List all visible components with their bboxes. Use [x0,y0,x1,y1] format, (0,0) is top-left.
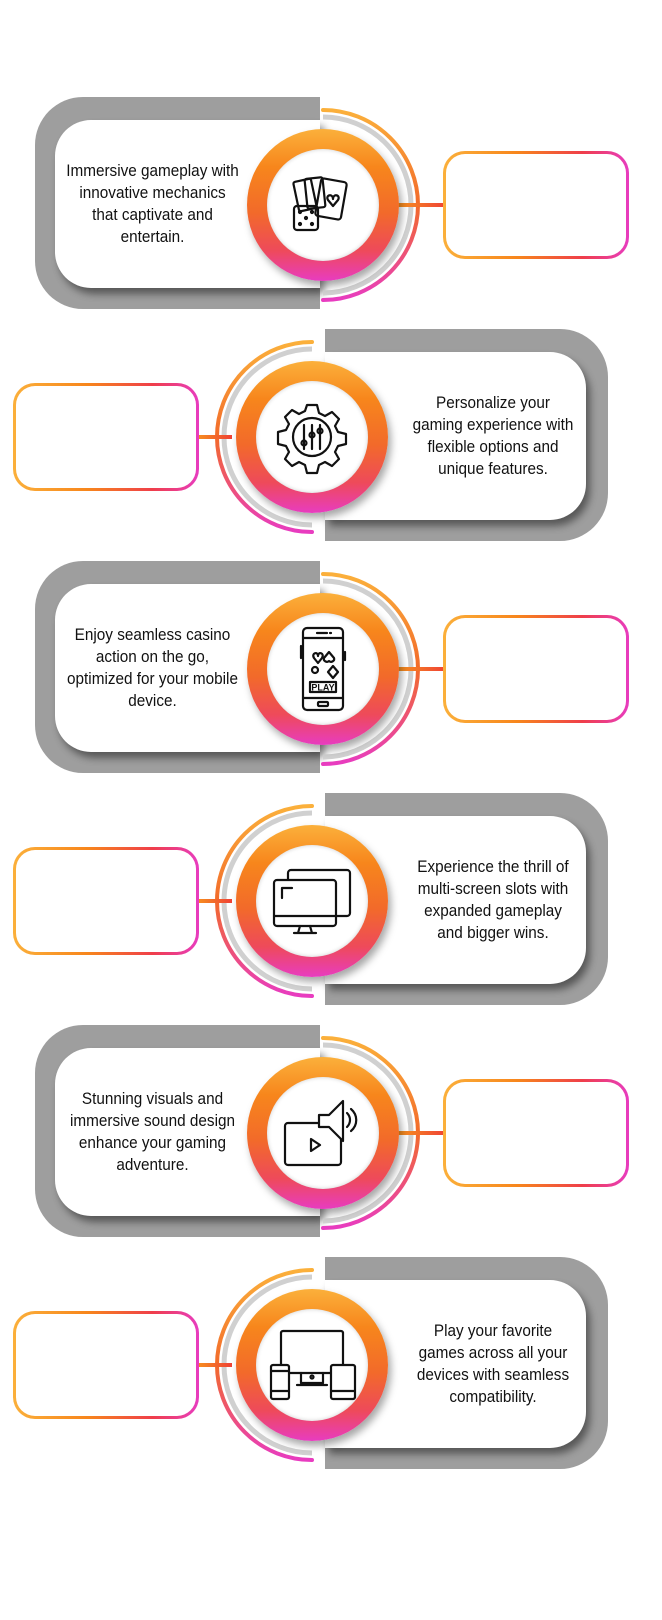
mobile-play-icon: PLAY [267,613,379,725]
multi-screen-icon [256,845,368,957]
connector-line [196,435,232,439]
empty-callout-box [13,383,199,491]
icon-ring [247,1057,399,1209]
feature-text: Immersive gameplay with innovative mecha… [66,161,239,246]
empty-callout-box [443,1079,629,1187]
feature-row: Enjoy seamless casino action on the go, … [0,561,662,793]
icon-ring [236,1289,388,1441]
feature-row: Stunning visuals and immersive sound des… [0,1025,662,1257]
feature-text: Play your favorite games across all your… [416,1321,570,1406]
empty-callout-box [443,151,629,259]
connector-line [398,667,446,671]
icon-ring [247,129,399,281]
empty-callout-box [13,1311,199,1419]
connector-line [196,1363,232,1367]
feature-text: Experience the thrill of multi-screen sl… [417,857,569,942]
icon-ring: PLAY [247,593,399,745]
feature-row: Experience the thrill of multi-screen sl… [0,793,662,1025]
empty-callout-box [13,847,199,955]
svg-text:PLAY: PLAY [311,683,334,693]
connector-line [196,899,232,903]
feature-row: Personalize your gaming experience with … [0,329,662,561]
cards-dice-icon [267,149,379,261]
feature-text: Stunning visuals and immersive sound des… [70,1089,235,1174]
feature-text: Personalize your gaming experience with … [412,393,574,478]
feature-card: Personalize your gaming experience with … [325,352,586,520]
feature-text: Enjoy seamless casino action on the go, … [67,625,238,710]
icon-ring [236,825,388,977]
devices-icon [256,1309,368,1421]
empty-callout-box [443,615,629,723]
feature-row: Immersive gameplay with innovative mecha… [0,97,662,329]
connector-line [398,203,446,207]
gear-sliders-icon [256,381,368,493]
feature-row: Play your favorite games across all your… [0,1257,662,1489]
video-sound-icon [267,1077,379,1189]
connector-line [398,1131,446,1135]
icon-ring [236,361,388,513]
